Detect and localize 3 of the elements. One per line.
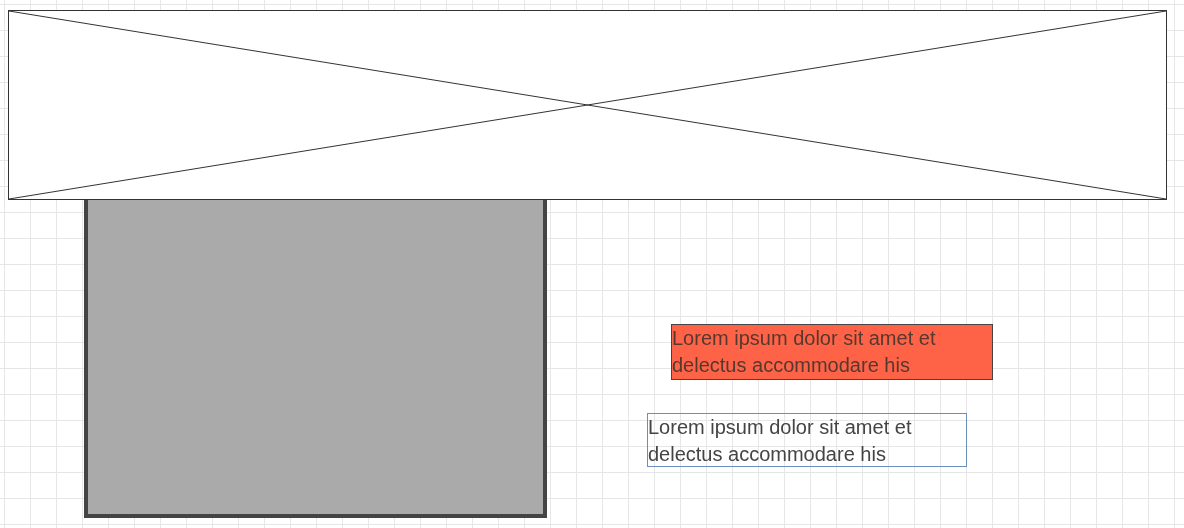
image-placeholder bbox=[8, 10, 1167, 200]
highlight-text-block: Lorem ipsum dolor sit amet et delectus accommodare his bbox=[671, 324, 993, 380]
framed-text-block: Lorem ipsum dolor sit amet et delectus accommodare his bbox=[647, 413, 967, 467]
